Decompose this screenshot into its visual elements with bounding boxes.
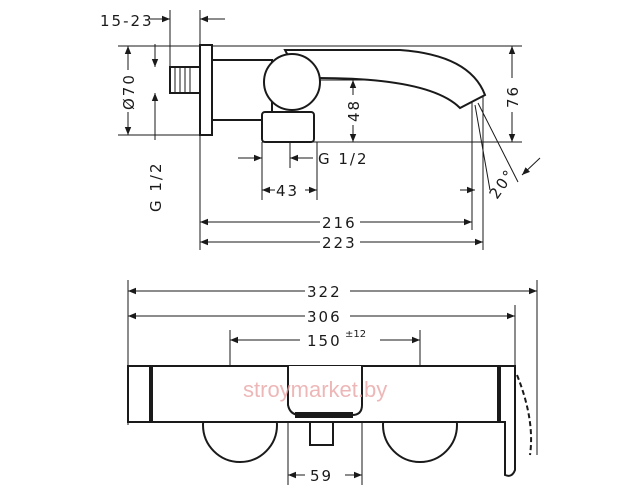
dim-total-height: 76: [504, 85, 522, 108]
dim-width-body: 306: [307, 308, 342, 326]
wall-flange: [199, 44, 213, 136]
watermark: stroymarket.by: [243, 377, 387, 402]
lever-handle: [499, 365, 516, 477]
dim-inlet-thread: G 1/2: [147, 161, 165, 212]
diverter: [261, 111, 315, 143]
spout: [283, 49, 487, 110]
dim-diameter: Ø70: [120, 73, 138, 110]
dim-outlet-height: 48: [345, 99, 363, 122]
end-cap: [127, 365, 151, 423]
dim-outlet-thread: G 1/2: [318, 150, 369, 168]
mixer-body: [211, 59, 273, 121]
dim-centers: 150: [307, 332, 342, 350]
dim-wall-depth: 15-23: [100, 12, 154, 30]
dim-projection-inner: 216: [322, 214, 357, 232]
dim-width-total: 322: [307, 283, 342, 301]
dim-outlet-width-front: 59: [310, 467, 333, 485]
front-view: 322 306 150 ±12 59: [127, 280, 538, 485]
side-view: 15-23 Ø70 G 1/2 48 76 G 1/2 43 216 223: [100, 10, 541, 252]
dim-centers-tolerance: ±12: [345, 329, 366, 340]
handle-knob: [263, 53, 321, 111]
dim-spout-angle: 20°: [486, 165, 519, 202]
dim-outlet-width: 43: [276, 182, 299, 200]
dim-projection-total: 223: [322, 234, 357, 252]
